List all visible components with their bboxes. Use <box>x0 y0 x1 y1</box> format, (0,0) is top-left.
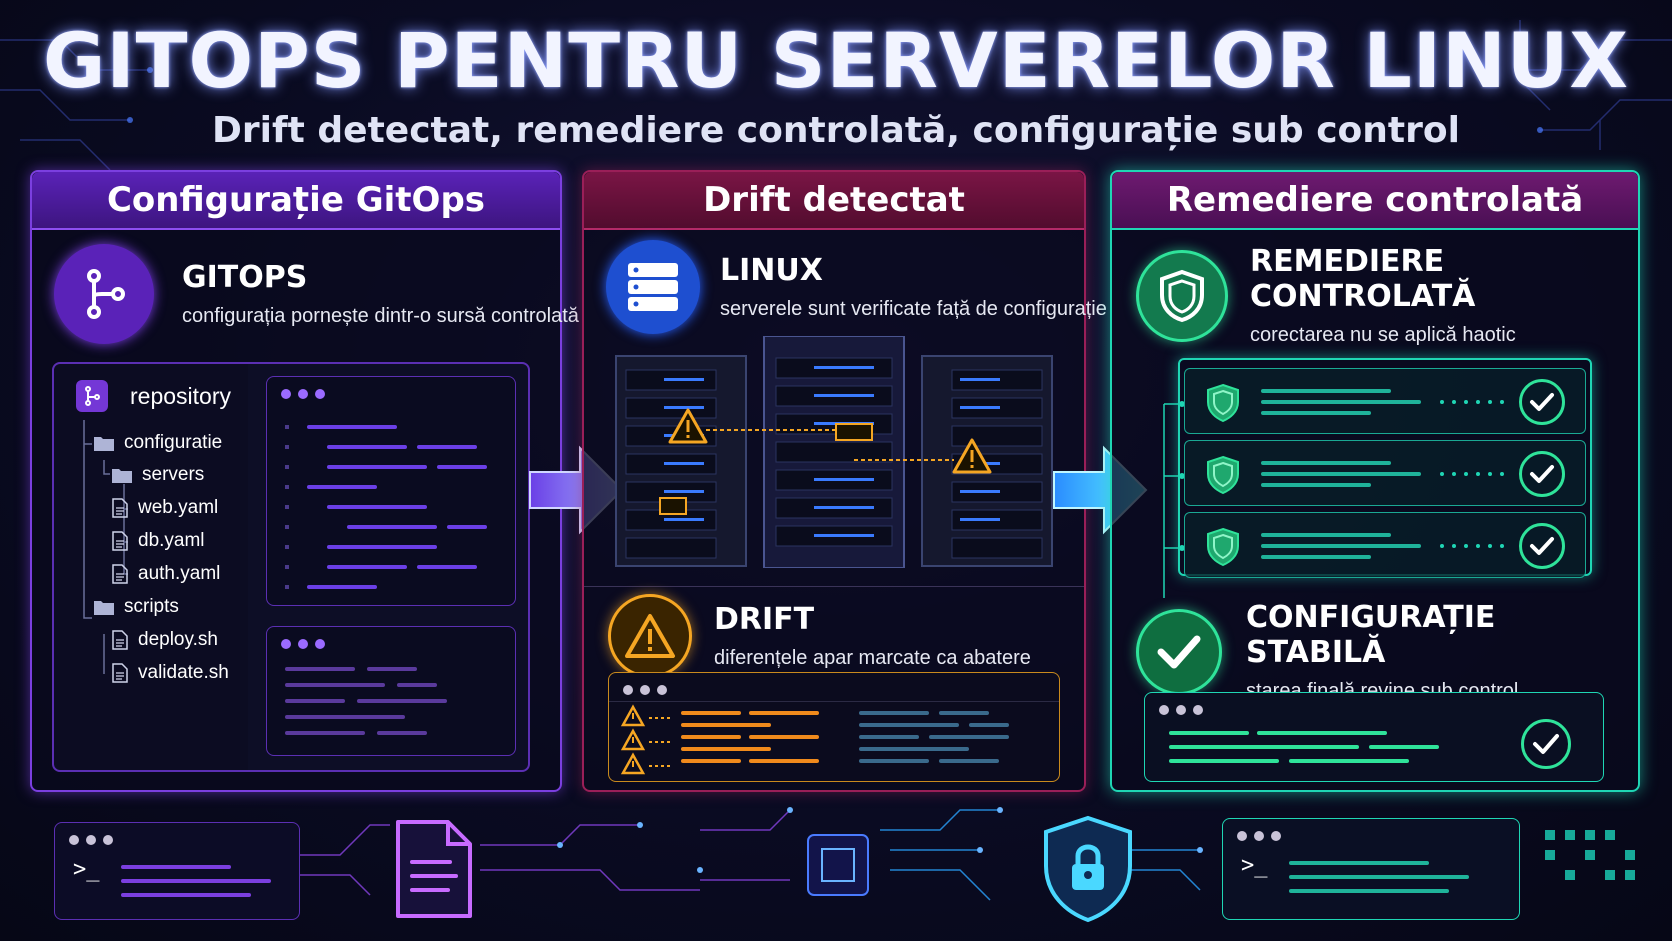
chip-icon <box>807 834 869 896</box>
check-icon <box>1521 719 1571 769</box>
list-item <box>1184 440 1586 506</box>
feature-title: GITOPS <box>182 260 308 295</box>
check-icon <box>1519 451 1565 497</box>
file-icon <box>112 663 128 683</box>
panel-title: Configurație GitOps <box>32 172 560 230</box>
check-icon <box>1519 523 1565 569</box>
tree-file[interactable]: db.yaml <box>112 530 205 552</box>
server-rack <box>763 336 905 568</box>
git-branch-icon <box>76 380 108 412</box>
warning-icon <box>668 408 708 444</box>
file-icon <box>112 531 128 551</box>
warning-icon <box>620 752 646 775</box>
tree-file[interactable]: deploy.sh <box>112 629 218 651</box>
list-item <box>1184 368 1586 434</box>
feature-remediation: REMEDIERE CONTROLATĂ corectarea nu se ap… <box>1136 244 1638 347</box>
warning-icon <box>608 594 692 678</box>
file-icon <box>112 630 128 650</box>
dotted-connector <box>1440 544 1504 548</box>
drift-log-window <box>608 672 1060 782</box>
feature-desc: corectarea nu se aplică haotic <box>1250 324 1516 346</box>
panel-controlled-remediation: Remediere controlată REMEDIERE CONTROLAT… <box>1110 170 1640 792</box>
feature-desc: serverele sunt verificate față de config… <box>720 298 1107 320</box>
terminal-window: >_ <box>1222 818 1520 920</box>
shield-icon <box>1136 249 1228 342</box>
folder-icon <box>112 469 132 483</box>
feature-gitops: GITOPS configurația pornește dintr-o sur… <box>54 244 579 344</box>
dotted-connector <box>1440 472 1504 476</box>
panel-drift-detected: Drift detectat LINUX serverele sunt veri… <box>582 170 1107 792</box>
repository-label: repository <box>130 382 231 409</box>
terminal-prompt: >_ <box>1241 853 1268 878</box>
warning-icon <box>620 728 646 751</box>
folder-icon <box>94 437 114 451</box>
file-icon <box>112 498 128 518</box>
list-item <box>1184 512 1586 578</box>
lock-shield-icon <box>1044 815 1132 923</box>
code-editor-window <box>266 626 516 756</box>
feature-linux: LINUX serverele sunt verificate față de … <box>606 240 1107 334</box>
dotted-connector <box>1440 400 1504 404</box>
panel-gitops-config: Configurație GitOps GITOPS configurația … <box>30 170 579 792</box>
page-title: GITOPS PENTRU SERVERELOR LINUX <box>42 16 1630 105</box>
feature-title: LINUX <box>720 253 823 288</box>
code-editor-window <box>266 376 516 606</box>
terminal-prompt: >_ <box>73 857 100 882</box>
file-icon <box>112 564 128 584</box>
repository-tree: repository <box>76 380 231 412</box>
tree-folder[interactable]: servers <box>112 464 204 486</box>
git-branch-icon <box>54 244 154 344</box>
server-rack <box>921 355 1053 567</box>
check-icon <box>1136 608 1222 695</box>
tree-folder[interactable]: configuratie <box>94 432 222 454</box>
folder-icon <box>94 601 114 615</box>
tree-file[interactable]: auth.yaml <box>112 563 220 585</box>
feature-stable-config: CONFIGURAȚIE STABILĂ starea finală revin… <box>1136 600 1638 703</box>
tree-folder[interactable]: scripts <box>94 596 179 618</box>
feature-title: REMEDIERE CONTROLATĂ <box>1250 244 1476 314</box>
tree-file[interactable]: validate.sh <box>112 662 229 684</box>
drift-title: DRIFT <box>714 602 815 637</box>
panel-title: Drift detectat <box>584 172 1084 230</box>
shield-icon <box>1207 455 1239 495</box>
tree-file[interactable]: web.yaml <box>112 497 218 519</box>
warning-icon <box>952 438 992 474</box>
terminal-window: >_ <box>54 822 300 920</box>
server-icon <box>606 240 700 334</box>
page-subtitle: Drift detectat, remediere controlată, co… <box>212 110 1460 151</box>
repository-window: repository configuratie servers web.yaml… <box>52 362 530 772</box>
feature-desc: configurația pornește dintr-o sursă cont… <box>182 305 579 327</box>
document-icon <box>396 820 472 918</box>
shield-icon <box>1207 527 1239 567</box>
server-racks-illustration <box>615 336 1053 568</box>
tree-connectors <box>83 420 128 674</box>
panel-title: Remediere controlată <box>1112 172 1638 230</box>
repository-header[interactable]: repository <box>76 380 231 412</box>
drift-desc: diferențele apar marcate ca abatere <box>714 647 1031 669</box>
server-rack <box>615 355 747 567</box>
check-icon <box>1519 379 1565 425</box>
warning-icon <box>620 704 646 727</box>
shield-icon <box>1207 383 1239 423</box>
stable-title: CONFIGURAȚIE STABILĂ <box>1246 600 1496 670</box>
stable-status-window <box>1144 692 1604 782</box>
feature-drift: DRIFT diferențele apar marcate ca abater… <box>608 594 1031 678</box>
